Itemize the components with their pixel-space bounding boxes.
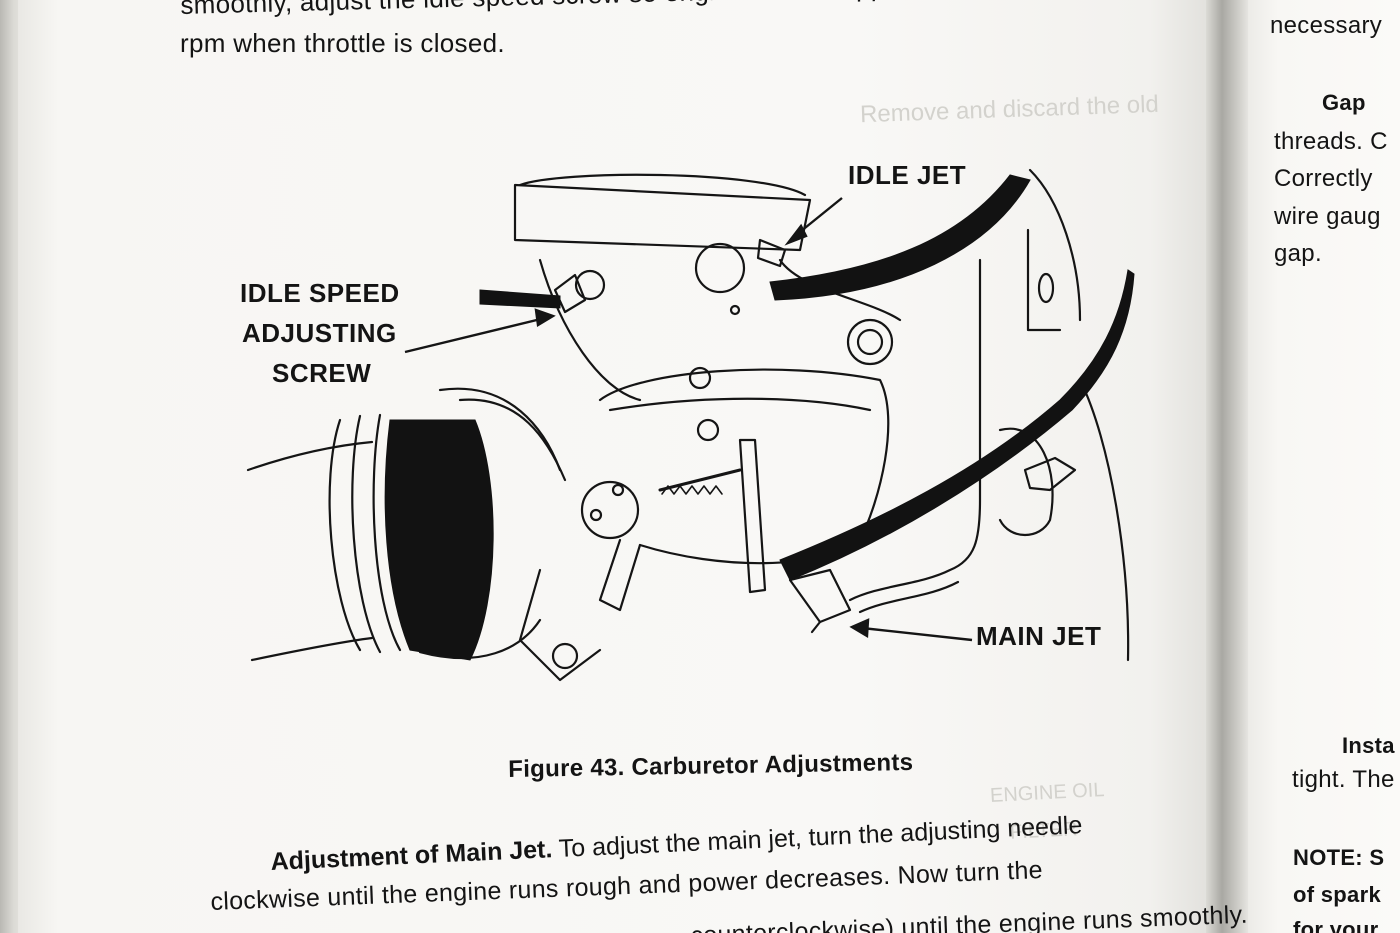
label-idle-jet: IDLE JET (848, 160, 967, 190)
body-text-line: rpm when throttle is closed. (180, 28, 505, 58)
right-text-line: necessary (1270, 12, 1383, 39)
left-page (18, 0, 1208, 933)
right-text-line: tight. The (1292, 766, 1395, 793)
right-note-line: for your (1293, 917, 1379, 933)
right-note-line: of spark (1293, 882, 1381, 907)
right-text-line: wire gaug (1274, 203, 1381, 230)
right-text-line: gap. (1274, 240, 1322, 267)
label-main-jet: MAIN JET (976, 621, 1102, 651)
book-gutter (1206, 0, 1252, 933)
right-note-line: NOTE: S (1293, 845, 1385, 870)
right-heading-insta: Insta (1342, 733, 1395, 758)
right-text-line: Correctly (1274, 165, 1373, 192)
label-idle-speed-line-1: IDLE SPEED (240, 278, 400, 308)
label-idle-speed-line-2: ADJUSTING (242, 318, 397, 348)
label-idle-speed-line-3: SCREW (272, 358, 372, 388)
right-page (1248, 0, 1400, 933)
right-heading-gap: Gap (1322, 90, 1366, 115)
right-text-line: threads. C (1274, 128, 1388, 155)
